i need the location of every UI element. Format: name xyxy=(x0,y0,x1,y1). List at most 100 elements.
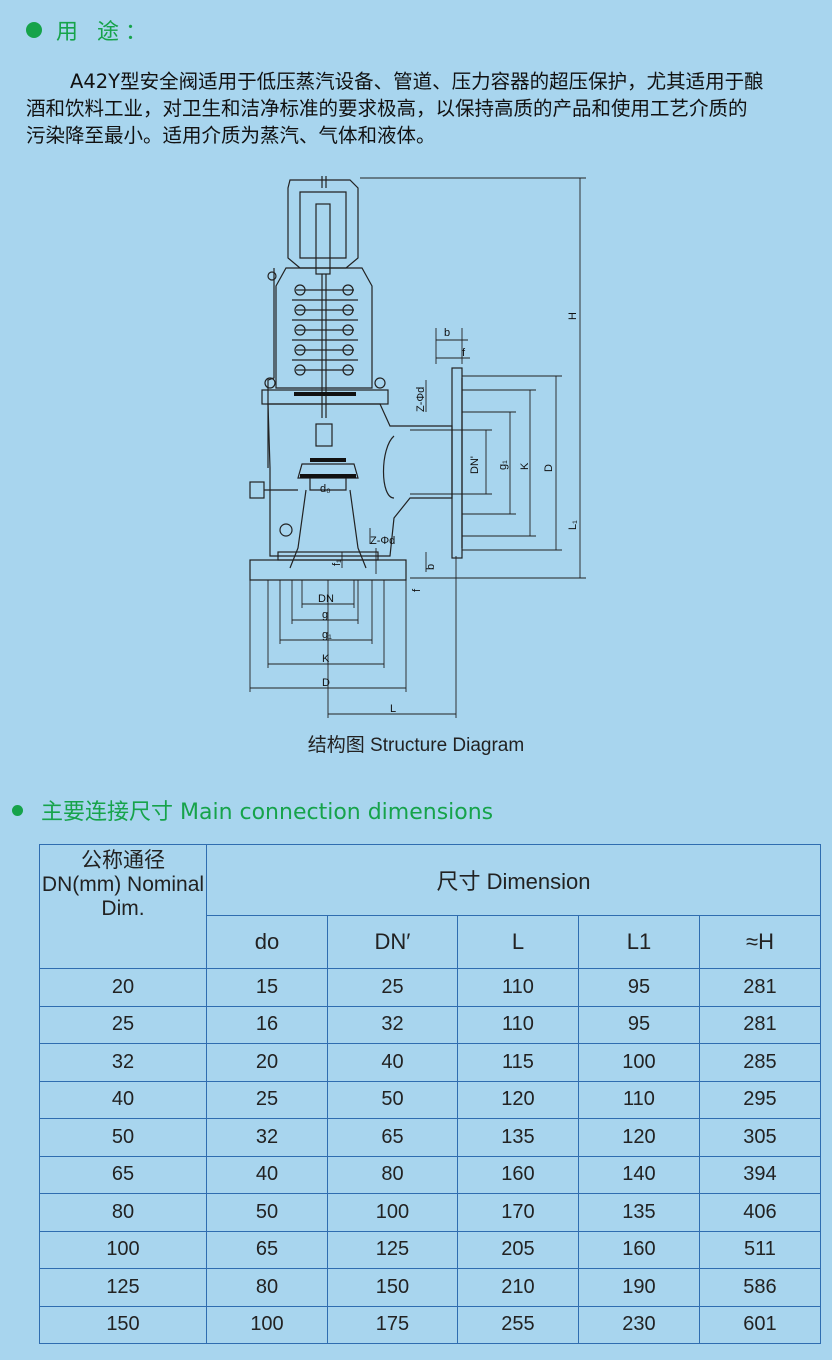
table-cell: 100 xyxy=(577,1043,700,1082)
table-cell: 175 xyxy=(327,1305,458,1344)
structure-diagram: H b f Z-Φd DN' g₁ K D L₁ d₀ Z-Φd f₁ b f … xyxy=(230,168,610,728)
table-cell: 140 xyxy=(577,1155,700,1194)
table-cell: 100 xyxy=(205,1305,329,1344)
dimensions-table: 公称通径 DN(mm) Nominal Dim. 尺寸 Dimension do… xyxy=(39,844,822,1344)
label-K-outlet: K xyxy=(519,462,531,470)
table-cell: 65 xyxy=(327,1118,458,1157)
table-cell: 601 xyxy=(698,1305,822,1344)
col-header-L1: L1 xyxy=(577,915,700,969)
table-cell: 20 xyxy=(39,968,207,1007)
table-cell: 50 xyxy=(327,1080,458,1119)
label-f: f xyxy=(462,347,466,359)
table-cell: 65 xyxy=(39,1155,207,1194)
table-cell: 25 xyxy=(327,968,458,1007)
col-header-dn-prime: DN′ xyxy=(327,915,458,969)
dimension-group-header: 尺寸 Dimension xyxy=(206,844,821,916)
table-cell: 15 xyxy=(205,968,329,1007)
table-cell: 281 xyxy=(698,968,822,1007)
table-cell: 100 xyxy=(39,1230,207,1269)
label-dn-prime: DN' xyxy=(469,456,481,474)
bullet-dot-icon xyxy=(12,804,23,816)
table-cell: 50 xyxy=(39,1118,207,1157)
corner-header: 公称通径 DN(mm) Nominal Dim. xyxy=(39,844,207,969)
table-cell: 150 xyxy=(327,1268,458,1307)
label-f1: f₁ xyxy=(331,559,343,566)
table-cell: 170 xyxy=(456,1193,579,1232)
table-cell: 586 xyxy=(698,1268,822,1307)
table-cell: 110 xyxy=(456,1005,579,1044)
table-cell: 50 xyxy=(205,1193,329,1232)
label-L1: L₁ xyxy=(567,520,579,530)
table-cell: 160 xyxy=(577,1230,700,1269)
table-cell: 25 xyxy=(205,1080,329,1119)
label-f-inlet: f xyxy=(411,588,423,592)
table-cell: 394 xyxy=(698,1155,822,1194)
label-D-outlet: D xyxy=(543,464,555,472)
table-cell: 32 xyxy=(39,1043,207,1082)
dimensions-heading-text: 主要连接尺寸 Main connection dimensions xyxy=(41,800,494,825)
table-cell: 120 xyxy=(456,1080,579,1119)
table-cell: 125 xyxy=(327,1230,458,1269)
table-cell: 255 xyxy=(456,1305,579,1344)
usage-description: A42Y型安全阀适用于低压蒸汽设备、管道、压力容器的超压保护，尤其适用于酿酒和饮… xyxy=(26,68,766,149)
table-cell: 95 xyxy=(577,1005,700,1044)
table-cell: 20 xyxy=(205,1043,329,1082)
label-zd-outlet: Z-Φd xyxy=(415,387,427,412)
table-cell: 305 xyxy=(698,1118,822,1157)
label-H: H xyxy=(567,312,579,320)
usage-heading-text: 用 途： xyxy=(56,20,153,45)
table-cell: 281 xyxy=(698,1005,822,1044)
table-cell: 80 xyxy=(39,1193,207,1232)
label-d0: d₀ xyxy=(320,483,331,495)
table-cell: 80 xyxy=(205,1268,329,1307)
table-cell: 160 xyxy=(456,1155,579,1194)
table-cell: 100 xyxy=(327,1193,458,1232)
dimensions-heading: 主要连接尺寸 Main connection dimensions xyxy=(12,794,493,826)
label-DN: DN xyxy=(318,593,334,605)
table-cell: 135 xyxy=(577,1193,700,1232)
table-cell: 95 xyxy=(577,968,700,1007)
column-header-row: do DN′ L L1 ≈H xyxy=(40,915,822,969)
table-cell: 120 xyxy=(577,1118,700,1157)
table-cell: 285 xyxy=(698,1043,822,1082)
table-cell: 32 xyxy=(205,1118,329,1157)
label-zd-inlet: Z-Φd xyxy=(370,535,395,547)
table-cell: 16 xyxy=(205,1005,329,1044)
table-cell: 32 xyxy=(327,1005,458,1044)
table-cell: 406 xyxy=(698,1193,822,1232)
table-cell: 110 xyxy=(456,968,579,1007)
table-cell: 40 xyxy=(39,1080,207,1119)
table-cell: 110 xyxy=(577,1080,700,1119)
usage-paragraph: A42Y型安全阀适用于低压蒸汽设备、管道、压力容器的超压保护，尤其适用于酿酒和饮… xyxy=(26,70,764,147)
table-cell: 205 xyxy=(456,1230,579,1269)
label-b-inlet: b xyxy=(425,564,437,570)
col-header-H: ≈H xyxy=(698,915,822,969)
valve-drawing: H b f Z-Φd DN' g₁ K D L₁ d₀ Z-Φd f₁ b f … xyxy=(249,176,586,718)
table-cell: 40 xyxy=(205,1155,329,1194)
table-cell: 125 xyxy=(39,1268,207,1307)
label-K-inlet: K xyxy=(322,653,330,665)
bullet-dot-icon xyxy=(26,22,42,38)
table-cell: 295 xyxy=(698,1080,822,1119)
label-L: L xyxy=(390,703,396,715)
table-cell: 230 xyxy=(577,1305,700,1344)
label-g1-inlet: g₁ xyxy=(322,629,332,641)
label-g1-outlet: g₁ xyxy=(497,460,509,470)
diagram-caption: 结构图 Structure Diagram xyxy=(307,735,525,756)
table-cell: 511 xyxy=(698,1230,822,1269)
table-cell: 25 xyxy=(39,1005,207,1044)
usage-heading: 用 途： xyxy=(26,14,153,46)
table-cell: 65 xyxy=(205,1230,329,1269)
table-cell: 210 xyxy=(456,1268,579,1307)
table-cell: 190 xyxy=(577,1268,700,1307)
